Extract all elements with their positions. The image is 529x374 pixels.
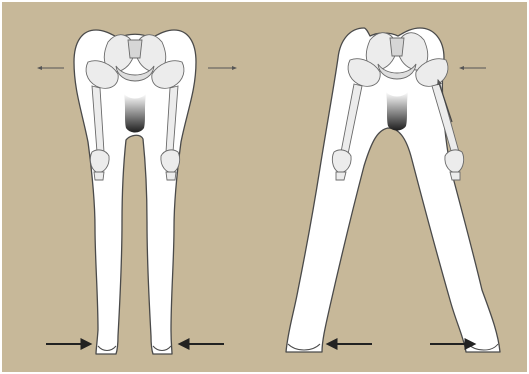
- groin-shadow-left: [124, 94, 146, 133]
- groin-shadow-right: [386, 92, 408, 131]
